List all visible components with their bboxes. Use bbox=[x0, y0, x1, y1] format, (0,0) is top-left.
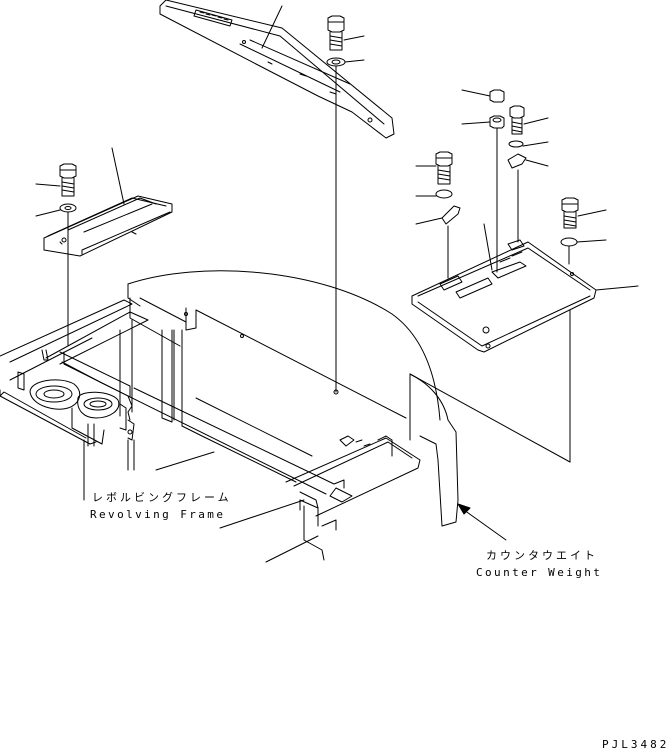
revolving-frame-label-jp: レボルビングフレーム bbox=[92, 491, 232, 504]
clip-icon bbox=[416, 206, 460, 224]
bolt-icon bbox=[416, 152, 452, 184]
nut-icon bbox=[462, 90, 504, 102]
washer-icon bbox=[416, 190, 452, 198]
fittings bbox=[30, 350, 134, 500]
washer-icon bbox=[509, 141, 548, 147]
counter-weight-panel bbox=[410, 374, 570, 462]
leader-line bbox=[220, 500, 304, 528]
bolt-icon bbox=[510, 106, 548, 134]
nut-icon bbox=[462, 116, 504, 128]
washer-icon bbox=[327, 58, 364, 66]
revolving-frame bbox=[0, 271, 458, 560]
left-cover-plate bbox=[44, 148, 172, 256]
revolving-frame-label-en: Revolving Frame bbox=[90, 508, 226, 521]
right-cover-plate bbox=[412, 224, 638, 352]
top-cover-plate bbox=[160, 0, 394, 138]
leader-line bbox=[156, 452, 214, 470]
clip-icon bbox=[508, 154, 548, 168]
counter-weight-label-en: Counter Weight bbox=[476, 566, 603, 579]
arrow-icon bbox=[458, 504, 506, 540]
washer-icon bbox=[36, 204, 76, 216]
leader-line bbox=[266, 536, 318, 562]
drawing-number: PJL3482 bbox=[602, 738, 669, 751]
bolt-icon bbox=[328, 16, 364, 50]
counter-weight-label-jp: カウンタウエイト bbox=[486, 549, 598, 562]
bolt-icon bbox=[562, 198, 606, 228]
washer-icon bbox=[561, 238, 606, 246]
bolt-icon bbox=[36, 164, 76, 196]
